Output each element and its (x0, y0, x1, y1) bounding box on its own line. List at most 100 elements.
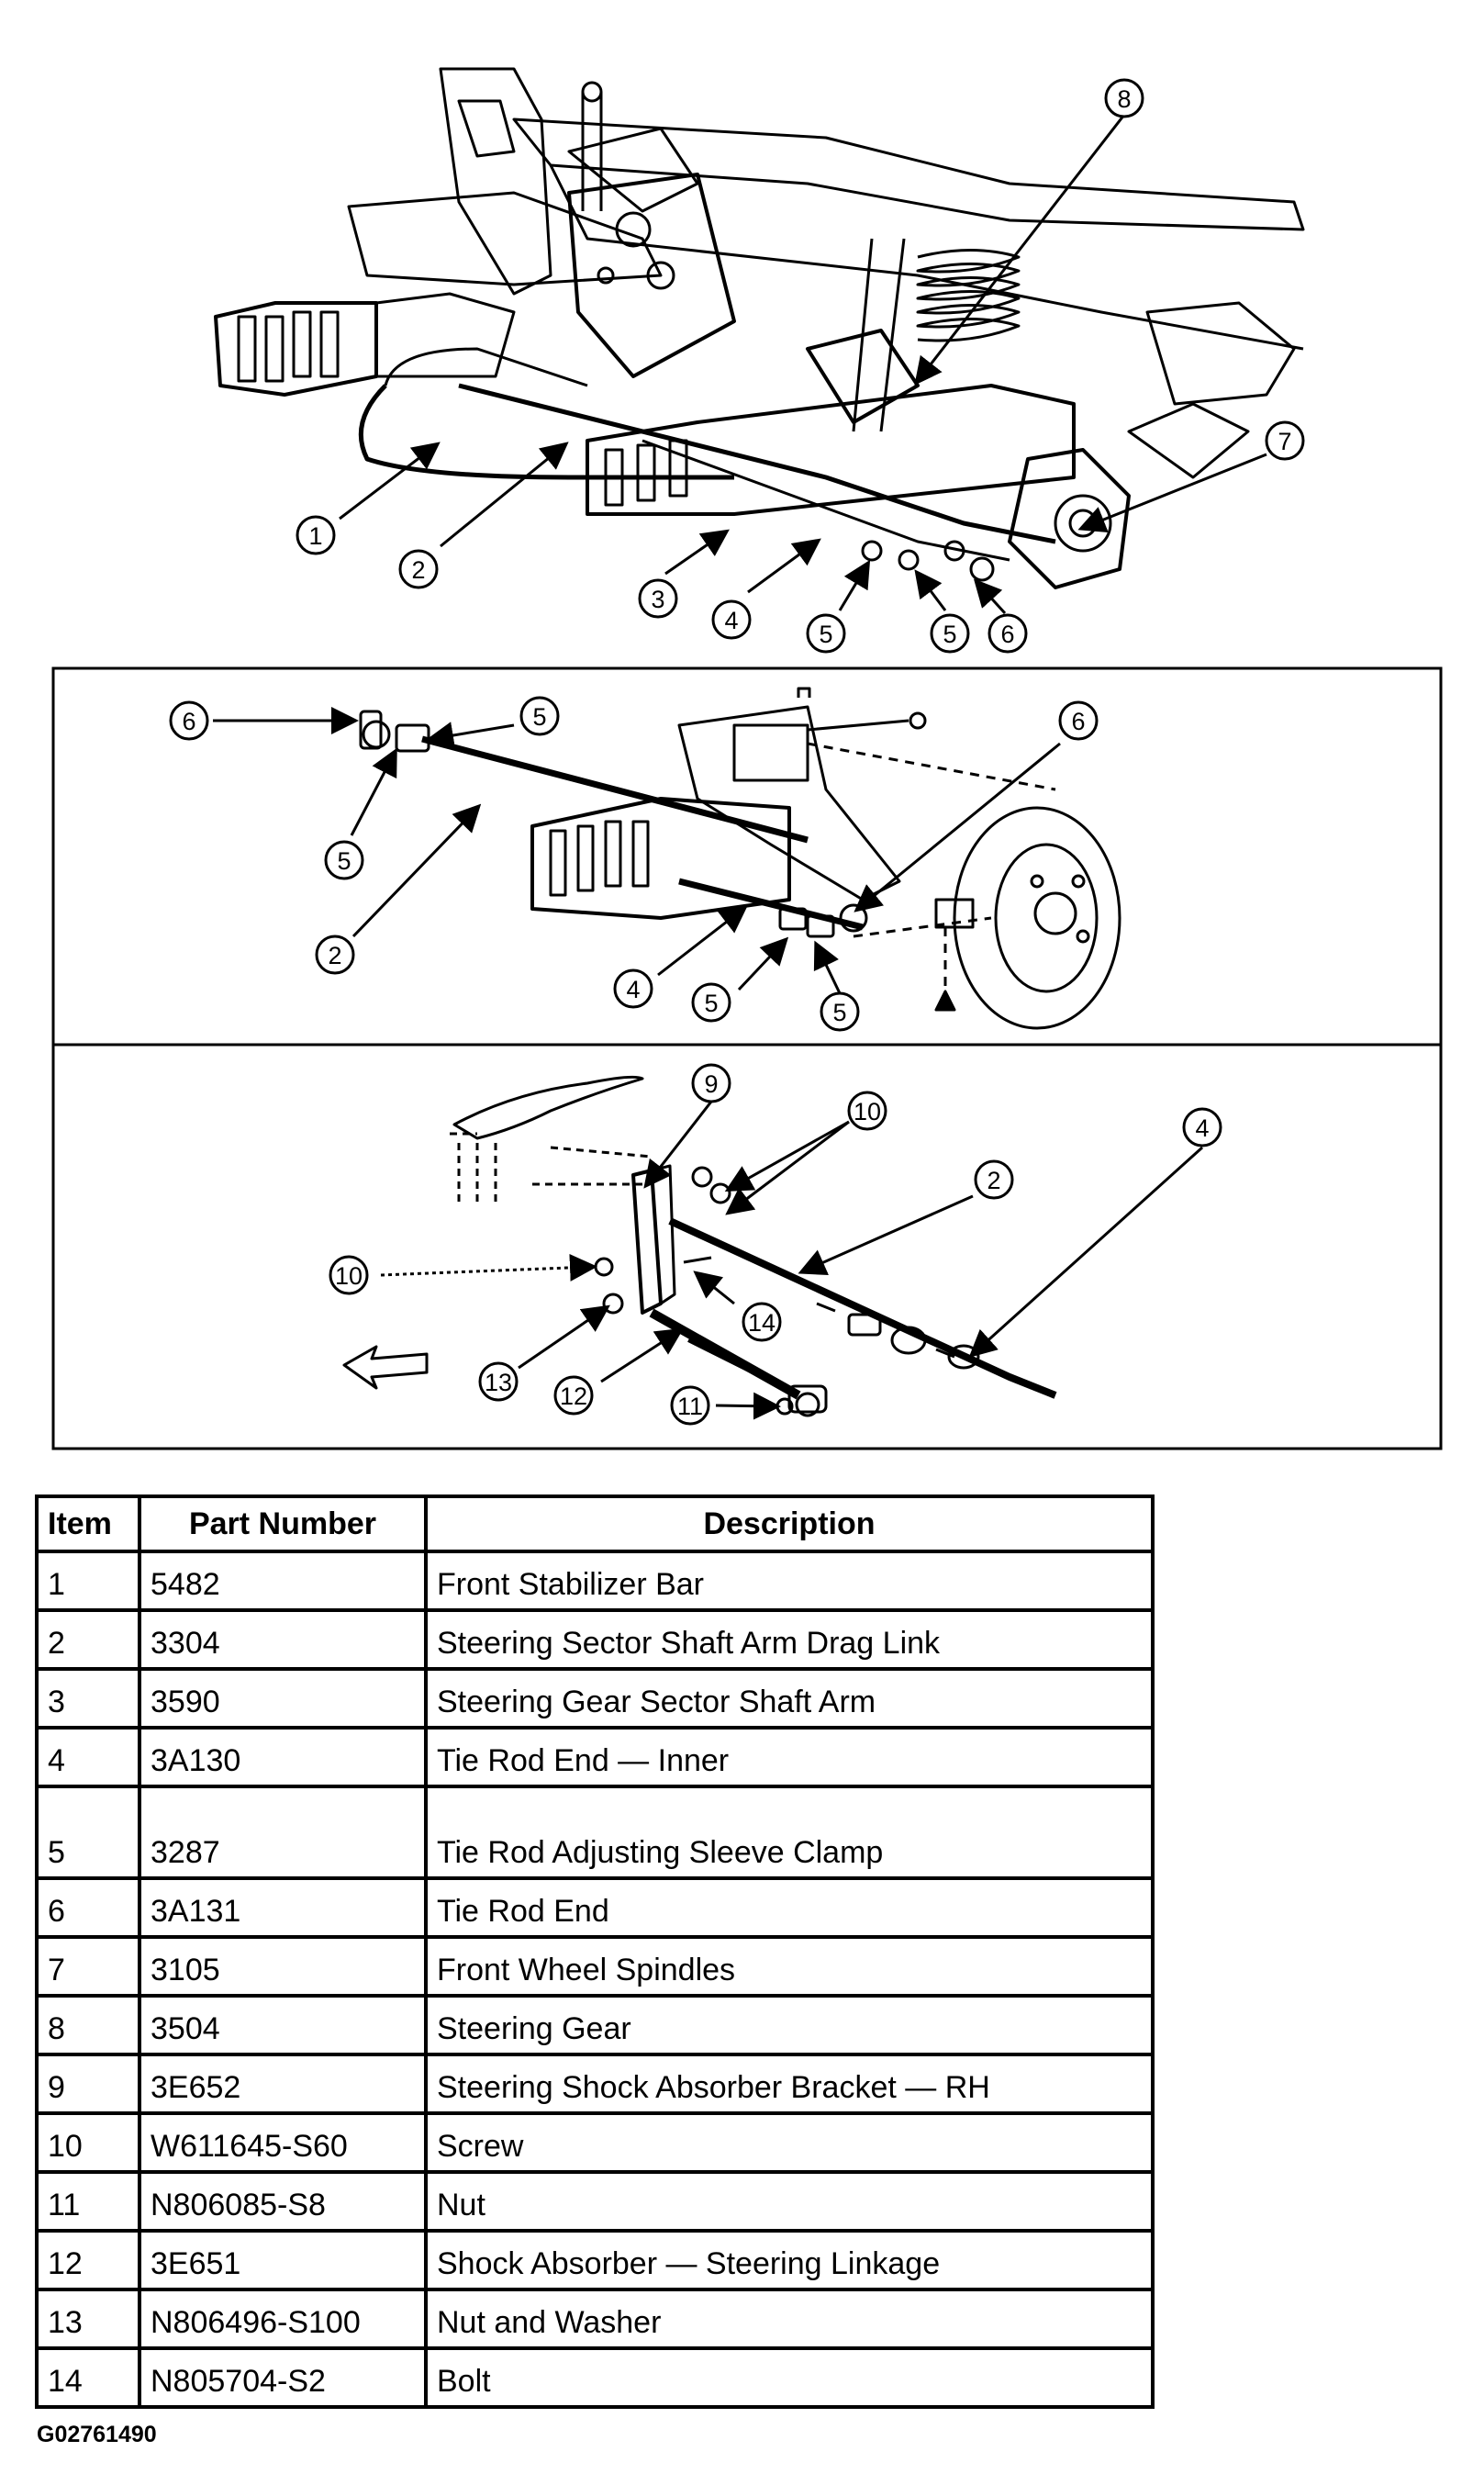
callout-bubble: 6 (987, 613, 1028, 654)
callout-label: 12 (560, 1383, 587, 1410)
cell-part-number: N806085-S8 (138, 2170, 428, 2233)
cell-description: Tie Rod Adjusting Sleeve Clamp (424, 1785, 1155, 1880)
cell-item: 11 (35, 2170, 141, 2233)
cell-item: 9 (35, 2053, 141, 2115)
cell-description: Nut (424, 2170, 1155, 2233)
callout-bubble: 13 (478, 1361, 519, 1402)
callout-bubble: 5 (324, 840, 364, 880)
cell-item: 7 (35, 1935, 141, 1998)
callout-label: 5 (532, 703, 546, 731)
linkage-detail-illustration (359, 687, 1121, 1030)
callout-label: 14 (748, 1309, 775, 1337)
cell-description: Steering Sector Shaft Arm Drag Link (424, 1608, 1155, 1671)
callout-label: 5 (819, 621, 832, 648)
callout-bubble: 5 (691, 982, 731, 1023)
callout-label: 10 (335, 1262, 363, 1290)
steering-damper-detail-panel (51, 1043, 1443, 1450)
callouts-middle: 6 5 5 2 6 4 5 5 (169, 696, 1099, 1032)
cell-description: Nut and Washer (424, 2288, 1155, 2350)
callout-bubble: 5 (806, 613, 846, 654)
callout-label: 7 (1278, 428, 1291, 455)
callout-label: 6 (182, 708, 195, 735)
cell-description: Tie Rod End (424, 1876, 1155, 1939)
cell-part-number: N806496-S100 (138, 2288, 428, 2350)
callout-label: 5 (704, 990, 718, 1017)
cell-description: Front Wheel Spindles (424, 1935, 1155, 1998)
callout-label: 8 (1117, 85, 1131, 113)
callout-bubble: 10 (329, 1255, 369, 1295)
cell-part-number: 3E652 (138, 2053, 428, 2115)
cell-description: Front Stabilizer Bar (424, 1550, 1155, 1612)
cell-part-number: 3590 (138, 1667, 428, 1730)
cell-description: Screw (424, 2111, 1155, 2174)
callout-bubble: 8 (1104, 78, 1144, 118)
callout-bubble: 1 (296, 515, 336, 555)
cell-part-number: 3287 (138, 1785, 428, 1880)
callout-label: 5 (832, 999, 846, 1026)
cell-part-number: 3E651 (138, 2229, 428, 2291)
callout-label: 4 (724, 607, 738, 634)
callout-bubble: 14 (742, 1302, 782, 1342)
callout-bubble: 5 (930, 613, 970, 654)
callout-label: 6 (1071, 708, 1085, 735)
cell-item: 5 (35, 1785, 141, 1880)
cell-description: Steering Shock Absorber Bracket — RH (424, 2053, 1155, 2115)
callout-bubble: 2 (398, 549, 439, 589)
cell-part-number: 3A131 (138, 1876, 428, 1939)
callout-bubble: 12 (553, 1375, 594, 1416)
callout-bubble: 6 (1058, 700, 1099, 741)
cell-item: 12 (35, 2229, 141, 2291)
exploded-view-illustrations: 8 1 2 7 3 4 5 5 6 6 5 5 2 6 4 5 5 9 10 4… (51, 67, 1443, 1450)
callout-bubble: 2 (974, 1159, 1014, 1200)
cell-part-number: W611645-S60 (138, 2111, 428, 2174)
cell-part-number: N805704-S2 (138, 2346, 428, 2409)
callout-bubble: 4 (613, 968, 653, 1009)
callout-bubble: 7 (1265, 420, 1305, 461)
callout-bubble: 11 (670, 1385, 710, 1426)
callout-label: 6 (1000, 621, 1014, 648)
steering-damper-illustration (342, 1075, 1057, 1417)
figure-id: G02761490 (37, 2422, 157, 2447)
callouts-bottom: 9 10 4 2 10 14 13 12 11 (329, 1063, 1222, 1426)
callout-bubble: 5 (519, 696, 560, 736)
cell-part-number: 5482 (138, 1550, 428, 1612)
cell-part-number: 3105 (138, 1935, 428, 1998)
cell-part-number: 3A130 (138, 1726, 428, 1788)
cell-description: Steering Gear Sector Shaft Arm (424, 1667, 1155, 1730)
callout-bubble: 3 (638, 578, 678, 619)
table-header-row: Item Part Number Description (35, 1494, 1155, 1553)
callout-label: 11 (677, 1393, 703, 1420)
callout-bubble: 4 (711, 599, 752, 640)
cell-description: Shock Absorber — Steering Linkage (424, 2229, 1155, 2291)
callout-label: 9 (704, 1070, 718, 1098)
callout-bubble: 10 (847, 1091, 887, 1131)
callout-label: 5 (337, 847, 351, 875)
callout-label: 2 (328, 942, 341, 969)
column-header-part-number: Part Number (138, 1494, 428, 1553)
cell-description: Bolt (424, 2346, 1155, 2409)
callout-label: 10 (854, 1098, 881, 1125)
callout-label: 2 (987, 1167, 1000, 1194)
callout-label: 5 (943, 621, 956, 648)
cell-item: 3 (35, 1667, 141, 1730)
callout-label: 1 (308, 522, 322, 550)
callout-bubble: 4 (1182, 1107, 1222, 1147)
cell-part-number: 3304 (138, 1608, 428, 1671)
cell-description: Tie Rod End — Inner (424, 1726, 1155, 1788)
callout-leaders (213, 114, 1267, 1420)
column-header-item: Item (35, 1494, 141, 1553)
cell-item: 6 (35, 1876, 141, 1939)
